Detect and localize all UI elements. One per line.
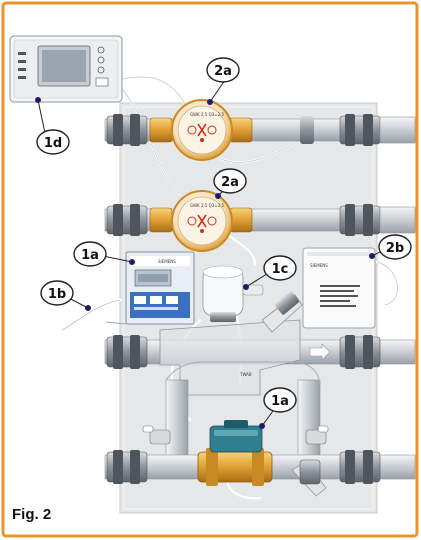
callout-2b: 2b [378,234,412,260]
svg-text:2a: 2a [221,175,239,190]
svg-text:1b: 1b [48,287,66,302]
svg-text:1c: 1c [272,262,289,277]
control-valve-actuator [209,420,263,453]
module-2b-brand: SIEMENS [310,263,328,268]
figure-caption: Fig. 2 [12,506,52,523]
top-pipe-assembly [104,114,416,146]
callout-1a-valve: 1a [263,387,297,413]
svg-text:GWK 2.5 Q3=2,5: GWK 2.5 Q3=2,5 [190,203,224,208]
callout-2a-top: 2a [206,57,240,83]
svg-text:GWK 2.5 Q3=2,5: GWK 2.5 Q3=2,5 [190,112,224,117]
callout-1d: 1d [36,129,70,155]
heat-meter-top: GWK 2.5 Q3=2,5 [171,99,233,161]
callout-1b: 1b [40,280,74,306]
pipe-marking: TWAB [239,372,252,377]
controller-1a: SIEMENS [105,251,195,325]
room-unit-1d [9,35,123,103]
svg-text:1d: 1d [44,136,62,151]
valve-actuator-1c [202,265,264,322]
middle-pipe-assembly [104,204,416,236]
heat-meter-middle: GWK 2.5 Q3=2,5 [171,190,233,252]
svg-text:2a: 2a [214,64,232,79]
callout-1a-device: 1a [73,241,107,267]
callout-1c: 1c [263,255,297,281]
svg-text:1a: 1a [81,248,99,263]
callout-2a-middle: 2a [213,168,247,194]
module-2b: SIEMENS [302,247,376,329]
svg-text:2b: 2b [386,241,404,256]
lower-pipe-assembly: TWAB [104,291,416,497]
controller-brand: SIEMENS [158,259,176,264]
svg-text:1a: 1a [271,394,289,409]
callout-dots [35,97,375,429]
